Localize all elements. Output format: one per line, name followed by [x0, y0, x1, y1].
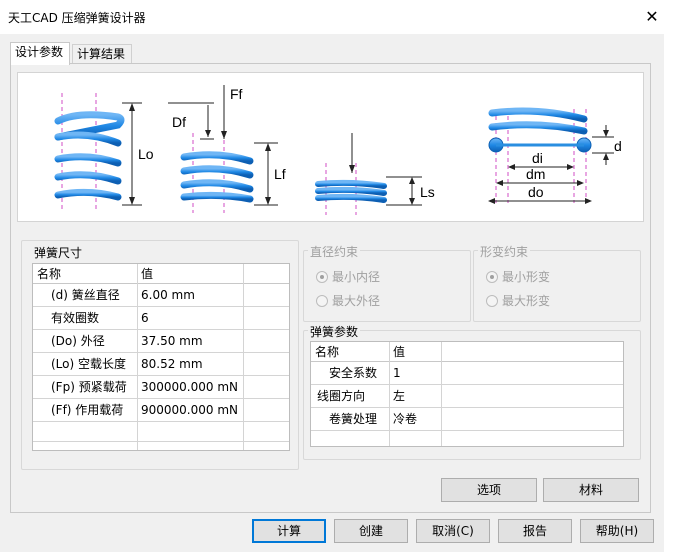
label-ff: Ff	[230, 86, 243, 102]
label-dm: dm	[526, 166, 545, 182]
column-name-header: 名称	[37, 267, 62, 281]
window-title: 天工CAD 压缩弹簧设计器	[8, 11, 146, 25]
radio-min-inner-diameter[interactable]: 最小内径	[316, 269, 380, 285]
grid-divider	[243, 264, 244, 450]
spring-solid-icon: Ls	[315, 133, 435, 215]
radio-min-deform[interactable]: 最小形变	[486, 269, 550, 285]
cancel-button[interactable]: 取消(C)	[416, 519, 490, 543]
table-row[interactable]: (Fp) 预紧载荷 300000.000 mN	[33, 376, 289, 399]
calculate-button[interactable]: 计算	[252, 519, 326, 543]
grid-divider	[441, 342, 442, 446]
label-di: di	[532, 150, 543, 166]
spring-params-grid: 名称 值 安全系数 1 线圈方向 左 卷簧处理 冷卷	[310, 341, 624, 447]
tab-design-params[interactable]: 设计参数	[10, 42, 70, 65]
label-do: do	[528, 184, 544, 200]
label-lo: Lo	[138, 146, 154, 162]
table-row[interactable]: 安全系数 1	[311, 362, 623, 385]
table-row[interactable]: (Do) 外径 37.50 mm	[33, 330, 289, 353]
grid-divider	[137, 264, 138, 450]
help-button[interactable]: 帮助(H)	[580, 519, 654, 543]
table-row[interactable]: 线圈方向 左	[311, 385, 623, 408]
report-button[interactable]: 报告	[498, 519, 572, 543]
column-name-header: 名称	[315, 345, 340, 359]
label-df: Df	[172, 114, 186, 130]
table-row-empty	[33, 422, 289, 442]
spring-size-group: 弹簧尺寸 名称 值 (d) 簧丝直径 6.00 mm 有效圈数 6 (Do) 外…	[21, 240, 299, 470]
column-value-header: 值	[393, 345, 406, 359]
column-value-header: 值	[141, 267, 154, 281]
spring-diagram: Lo	[17, 72, 644, 222]
spring-free-icon: Lo	[54, 93, 154, 211]
spring-params-label: 弹簧参数	[308, 323, 361, 340]
close-icon[interactable]: ✕	[645, 7, 659, 26]
grid-divider	[389, 342, 390, 446]
label-ls: Ls	[420, 184, 435, 200]
spring-diagram-svg: Lo	[54, 85, 622, 215]
title-bar: 天工CAD 压缩弹簧设计器 ✕	[0, 0, 700, 34]
spring-params-group: 弹簧参数 名称 值 安全系数 1 线圈方向 左 卷簧处理 冷卷	[303, 323, 641, 460]
tab-page-design: Lo	[10, 63, 651, 513]
table-row[interactable]: (d) 簧丝直径 6.00 mm	[33, 284, 289, 307]
table-row[interactable]: 有效圈数 6	[33, 307, 289, 330]
table-row[interactable]: 卷簧处理 冷卷	[311, 408, 623, 431]
options-button[interactable]: 选项	[441, 478, 537, 502]
spring-size-header: 名称 值	[33, 264, 289, 284]
tab-calc-results[interactable]: 计算结果	[72, 44, 132, 64]
diameter-constraint-label: 直径约束	[308, 243, 361, 260]
label-lf: Lf	[274, 166, 286, 182]
diameter-constraint-group: 直径约束 最小内径 最大外径	[303, 243, 471, 322]
label-d: d	[614, 138, 622, 154]
spring-section-icon: d di dm do	[488, 95, 622, 204]
radio-unchecked-icon	[316, 295, 328, 307]
table-row[interactable]: (Ff) 作用载荷 900000.000 mN	[33, 399, 289, 422]
spring-params-header: 名称 值	[311, 342, 623, 362]
spring-size-label: 弹簧尺寸	[32, 244, 85, 261]
spring-working-icon: Df Ff Lf	[168, 85, 286, 213]
radio-max-deform[interactable]: 最大形变	[486, 293, 550, 309]
spring-size-grid: 名称 值 (d) 簧丝直径 6.00 mm 有效圈数 6 (Do) 外径 37.…	[32, 263, 290, 451]
deform-constraint-label: 形变约束	[478, 243, 531, 260]
deform-constraint-group: 形变约束 最小形变 最大形变	[473, 243, 641, 322]
radio-checked-icon	[316, 271, 328, 283]
create-button[interactable]: 创建	[334, 519, 408, 543]
table-row[interactable]: (Lo) 空载长度 80.52 mm	[33, 353, 289, 376]
radio-unchecked-icon	[486, 295, 498, 307]
radio-max-outer-diameter[interactable]: 最大外径	[316, 293, 380, 309]
material-button[interactable]: 材料	[543, 478, 639, 502]
dialog-client: 设计参数 计算结果	[0, 34, 664, 552]
radio-checked-icon	[486, 271, 498, 283]
